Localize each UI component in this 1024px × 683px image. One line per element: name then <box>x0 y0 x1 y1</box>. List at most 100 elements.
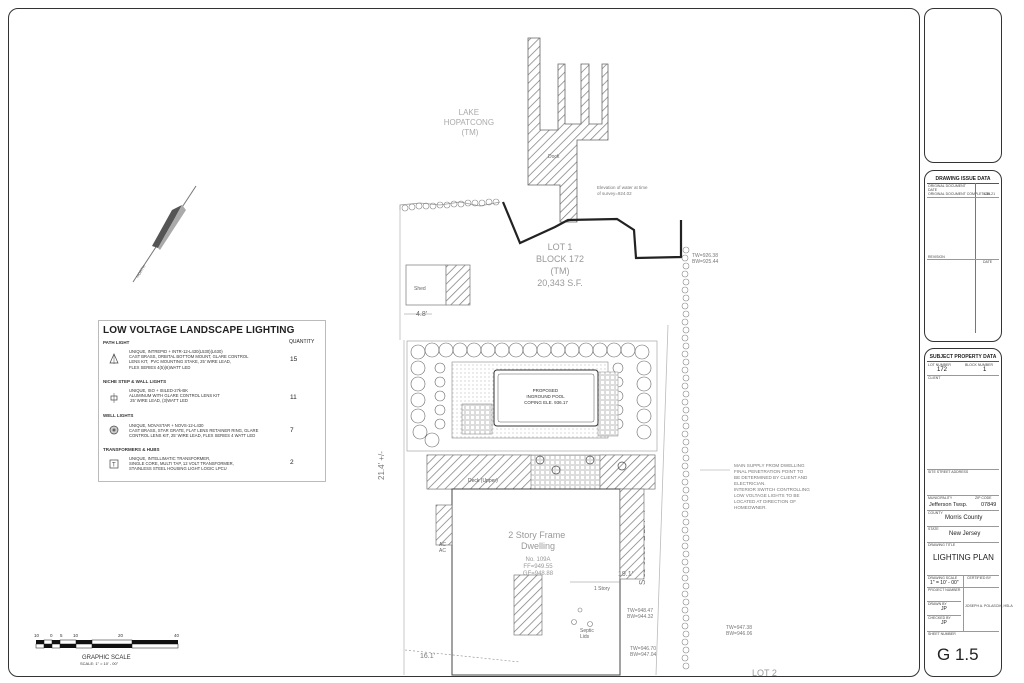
dim-19: 19.1' <box>618 571 633 578</box>
issue-row1: ORIGINAL DOCUMENT <box>928 184 966 188</box>
path-light-icon <box>109 353 119 364</box>
state: New Jersey <box>949 531 981 537</box>
lake-line-1: LAKE <box>459 108 479 117</box>
svg-text:T: T <box>112 463 116 469</box>
dwelling-wing <box>619 488 645 580</box>
lot2-label: LOT 2 <box>752 668 777 678</box>
legend-desc-transformer: UNIQUE, INTELLIMATIC TRANSFORMER, SINGLE… <box>129 456 234 472</box>
svg-text:NORTH: NORTH <box>135 264 147 279</box>
wood-deck-lower <box>513 574 543 636</box>
legend-qty-transformer: 2 <box>290 459 294 466</box>
lot-label: LOT 1 <box>548 242 573 252</box>
municipality: Jefferson Twsp. <box>929 502 968 508</box>
certified-label: CERTIFIED BY <box>967 576 992 580</box>
quantity-header: QUANTITY <box>289 339 315 345</box>
block-label: BLOCK 172 <box>536 254 584 264</box>
step-light-icon <box>110 393 118 403</box>
issue-header: DRAWING ISSUE DATA <box>935 176 991 182</box>
legend-category-transformer: TRANSFORMERS & HUBS <box>103 447 160 452</box>
lake-label: LAKE HOPATCONG (TM) <box>444 108 497 137</box>
checked-by: JP <box>941 620 947 626</box>
bw4: BW=947.04 <box>630 652 656 658</box>
east-boundary-stones <box>681 246 690 670</box>
legend-category-step: NICHE STEP & WALL LIGHTS <box>103 379 167 384</box>
graphic-scale: 10 0 5 10 20 40 GRAPHIC SCALE SCALE: 1" … <box>34 633 180 666</box>
area-label: 20,343 S.F. <box>537 278 583 288</box>
lake-line-3: (TM) <box>462 128 479 137</box>
municipality-label: MUNICIPALITY <box>928 496 953 500</box>
sheet-label: SHEET NUMBER <box>928 632 956 636</box>
tw2: TW=948.47 <box>627 608 653 614</box>
shed <box>405 264 447 306</box>
legend-qty-well: 7 <box>290 427 294 434</box>
scale-tick-2: 0 <box>50 633 53 638</box>
scale-tick-3: 5 <box>60 633 63 638</box>
deck-lights <box>535 455 627 475</box>
dwelling-label: 2 Story Frame Dwelling <box>508 530 568 551</box>
drawn-by: JP <box>941 606 947 612</box>
deck-upper-label: Deck (Upper) <box>468 478 498 484</box>
dock: Dock <box>527 37 609 223</box>
block-number: 1 <box>983 367 987 373</box>
drawing-title-label: DRAWING TITLE <box>928 543 956 547</box>
county: Morris County <box>945 515 983 521</box>
dim-bottom: 16.1' <box>420 653 435 660</box>
scale-tick-5: 20 <box>118 633 124 638</box>
scale-tick-4: 10 <box>73 633 79 638</box>
legend-title: LOW VOLTAGE LANDSCAPE LIGHTING <box>103 325 295 336</box>
drawing-title: LIGHTING PLAN <box>933 553 994 562</box>
one-story-label: 1 Story <box>594 586 610 592</box>
water-elevation-note: Elevation of water at time of survey=924… <box>597 185 649 196</box>
shoreline <box>501 201 683 260</box>
zip: 07849 <box>981 502 997 508</box>
property-header: SUBJECT PROPERTY DATA <box>929 354 997 360</box>
checked-label: CHECKED BY <box>928 616 951 620</box>
tw3: TW=947.38 <box>726 625 752 631</box>
well-light-icon <box>109 425 119 435</box>
site-plan: Dock LAKE HOPATCONG (TM) Elevation of wa… <box>34 37 810 678</box>
property-line-top <box>399 201 501 210</box>
certifier: JOSEPH A. POLASCIK, HSLA <box>965 604 1013 608</box>
block-number-label: BLOCK NUMBER <box>965 363 994 367</box>
wood-deck-upper <box>445 264 471 306</box>
issue-date1: 4-15-21 <box>983 192 996 196</box>
dim-shed: 4.8' <box>416 311 427 318</box>
shed-label: Shed <box>414 286 426 292</box>
scale-subtitle: SCALE: 1" = 10' - 00" <box>80 661 119 666</box>
scale-tick-6: 40 <box>174 633 180 638</box>
bw3: BW=946.06 <box>726 631 752 637</box>
legend-qty-step: 11 <box>290 394 297 401</box>
scale-title: GRAPHIC SCALE <box>82 655 131 661</box>
legend-desc-step: UNIQUE, ISO + ISILED-27k-BK ALUMINUM WIT… <box>129 388 220 404</box>
bw1: BW=925.44 <box>692 259 718 265</box>
lake-line-2: HOPATCONG <box>444 118 494 127</box>
drawn-label: DRAWN BY <box>928 602 947 606</box>
tw4: TW=946.70 <box>630 646 656 652</box>
state-label: STATE <box>928 527 939 531</box>
sheet-number: G 1.5 <box>937 645 979 664</box>
ff-label: FF=949.55 <box>523 564 553 570</box>
legend-qty-path: 15 <box>290 356 298 363</box>
east-property-line <box>655 324 669 676</box>
shoreline-stones <box>401 198 500 212</box>
steps <box>461 403 493 435</box>
legend-desc-well: UNIQUE, NOVASTAR + NOVS-12-L430 CAST BRA… <box>129 423 259 439</box>
gf-label: GF=948.88 <box>523 571 554 577</box>
rev-date-label: DATE <box>983 260 993 264</box>
legend-desc-path: UNIQUE, INTREPID + INTR-12-L430(L530)(L6… <box>129 349 249 370</box>
dock-label: Dock <box>548 154 560 160</box>
title-block-logo <box>924 8 1002 163</box>
revision-label: REVISION <box>928 255 945 259</box>
tm-label: (TM) <box>551 266 570 276</box>
lighting-legend: LOW VOLTAGE LANDSCAPE LIGHTING QUANTITY … <box>98 320 326 482</box>
lot-number: 172 <box>937 367 948 373</box>
pool <box>493 369 599 427</box>
issue-row2: DATE <box>928 188 938 192</box>
street-label: SITE STREET ADDRESS <box>928 470 969 474</box>
issue-row3: ORIGINAL DOCUMENT COMPLETION <box>928 192 990 196</box>
scale-tick-1: 10 <box>34 633 40 638</box>
project-label: PROJECT NUMBER <box>928 588 961 592</box>
tw1: TW=926.38 <box>692 253 718 259</box>
subject-property-data: SUBJECT PROPERTY DATA LOT NUMBER BLOCK N… <box>924 348 1013 677</box>
